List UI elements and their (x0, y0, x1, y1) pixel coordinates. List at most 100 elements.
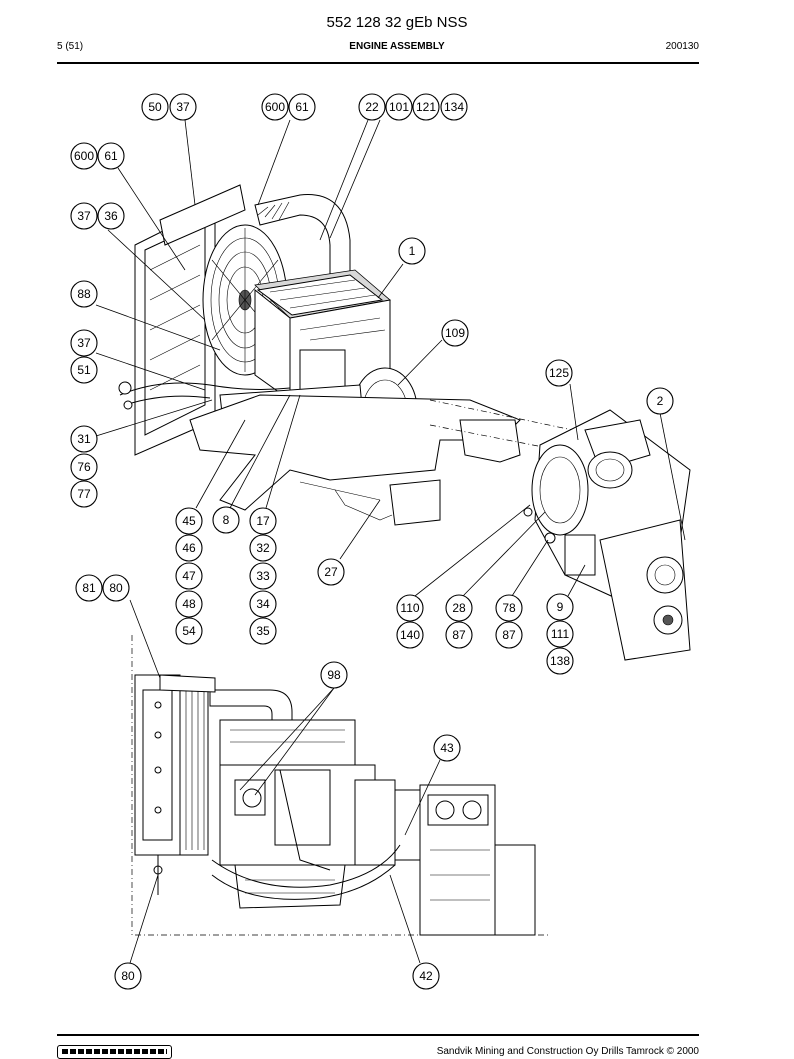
callout-circle (102, 574, 130, 602)
callout-number: 134 (444, 100, 464, 114)
callout-number: 50 (148, 100, 162, 114)
callout-number: 9 (557, 600, 564, 614)
callout-circle (495, 621, 523, 649)
callout-600: 600 (70, 142, 98, 170)
callout-number: 600 (74, 149, 94, 163)
callout-circle (249, 562, 277, 590)
footer-copyright: Sandvik Mining and Construction Oy Drill… (436, 1046, 699, 1057)
callout-circle (396, 621, 424, 649)
callout-circle (320, 661, 348, 689)
callout-78: 78 (495, 594, 523, 622)
callout-76: 76 (70, 453, 98, 481)
callout-circle (249, 507, 277, 535)
callout-circle (70, 425, 98, 453)
callout-circle (398, 237, 426, 265)
callout-number: 45 (182, 514, 196, 528)
callout-circle (249, 590, 277, 618)
callout-number: 35 (256, 624, 270, 638)
sandvik-logo (57, 1045, 172, 1059)
callout-circle (646, 387, 674, 415)
callout-34: 34 (249, 590, 277, 618)
date-code: 200130 (665, 41, 699, 52)
callout-54: 54 (175, 617, 203, 645)
callout-number: 2 (657, 394, 664, 408)
callout-32: 32 (249, 534, 277, 562)
callout-51: 51 (70, 356, 98, 384)
callout-number: 61 (104, 149, 118, 163)
callout-number: 77 (77, 487, 91, 501)
callout-125: 125 (545, 359, 573, 387)
callout-number: 47 (182, 569, 196, 583)
callout-110: 110 (396, 594, 424, 622)
callout-37: 37 (70, 329, 98, 357)
callout-number: 42 (419, 969, 433, 983)
callout-number: 36 (104, 209, 118, 223)
callout-number: 51 (77, 363, 91, 377)
callout-9: 9 (546, 593, 574, 621)
engine-head-side (219, 719, 356, 766)
callout-circle (169, 93, 197, 121)
callout-circle (546, 593, 574, 621)
callout-1: 1 (398, 237, 426, 265)
callout-circle (70, 142, 98, 170)
callout-50: 50 (141, 93, 169, 121)
callout-circle (175, 507, 203, 535)
callout-number: 61 (295, 100, 309, 114)
callout-number: 111 (551, 627, 570, 641)
callout-number: 76 (77, 460, 91, 474)
callout-circle (441, 319, 469, 347)
callout-circle (396, 594, 424, 622)
callout-number: 31 (77, 432, 91, 446)
callout-88: 88 (70, 280, 98, 308)
callout-circle (97, 202, 125, 230)
callout-number: 48 (182, 597, 196, 611)
callout-number: 43 (440, 741, 454, 755)
callout-circle (175, 562, 203, 590)
callout-22: 22 (358, 93, 386, 121)
callout-circle (445, 621, 473, 649)
callout-circle (175, 590, 203, 618)
callout-circle (70, 453, 98, 481)
callout-number: 81 (82, 581, 96, 595)
callout-number: 8 (223, 513, 230, 527)
callout-circle (261, 93, 289, 121)
callout-37: 37 (70, 202, 98, 230)
callout-circle (70, 280, 98, 308)
callout-87: 87 (445, 621, 473, 649)
callout-number: 80 (121, 969, 135, 983)
callout-101: 101 (385, 93, 413, 121)
callout-46: 46 (175, 534, 203, 562)
callout-number: 22 (365, 100, 379, 114)
callout-8: 8 (212, 506, 240, 534)
callout-number: 110 (400, 601, 419, 615)
callout-45: 45 (175, 507, 203, 535)
callout-number: 78 (502, 601, 516, 615)
callout-77: 77 (70, 480, 98, 508)
callout-number: 600 (265, 100, 285, 114)
callout-circle (175, 617, 203, 645)
callout-circle (412, 93, 440, 121)
callout-number: 98 (327, 668, 341, 682)
callout-circle (358, 93, 386, 121)
callout-600: 600 (261, 93, 289, 121)
callout-42: 42 (412, 962, 440, 990)
callout-circle (546, 647, 574, 675)
callout-27: 27 (317, 558, 345, 586)
callout-number: 121 (416, 100, 436, 114)
callouts: 50 37 600 61 22 101 121 134 600 61 37 36… (70, 93, 674, 990)
callout-circle (249, 617, 277, 645)
callout-number: 1 (409, 244, 416, 258)
callout-number: 88 (77, 287, 91, 301)
callout-circle (175, 534, 203, 562)
callout-circle (70, 480, 98, 508)
callout-circle (288, 93, 316, 121)
callout-circle (70, 202, 98, 230)
gearbox (599, 519, 691, 661)
callout-number: 101 (389, 100, 409, 114)
callout-36: 36 (97, 202, 125, 230)
callout-number: 37 (77, 209, 91, 223)
callout-98: 98 (320, 661, 348, 689)
callout-number: 54 (182, 624, 196, 638)
callout-circle (317, 558, 345, 586)
